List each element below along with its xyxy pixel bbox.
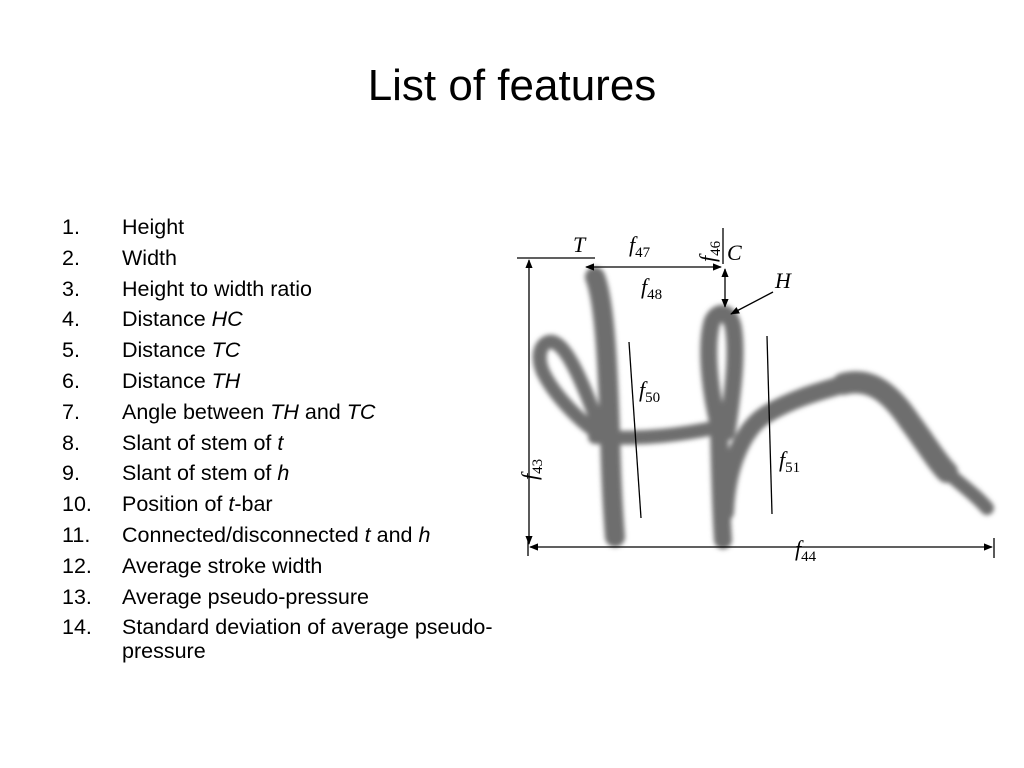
feature-text: Slant of stem of t [122, 428, 502, 459]
label-f46: f46 [695, 240, 724, 262]
feature-text: Distance HC [122, 304, 502, 335]
feature-text-part: Distance [122, 307, 212, 332]
feature-item: 5. Distance TC [62, 335, 502, 366]
feature-item: 4. Distance HC [62, 304, 502, 335]
feature-text-italic: t [277, 430, 284, 455]
feature-item: 9. Slant of stem of h [62, 458, 502, 489]
feature-text-part: Slant of stem of [122, 461, 278, 486]
feature-number: 3. [62, 276, 80, 301]
feature-text-part: Height to width ratio [122, 276, 313, 301]
feature-number: 11. [62, 522, 91, 547]
feature-text-part: Average pseudo-pressure [122, 584, 370, 609]
slide-title: List of features [367, 61, 657, 110]
feature-text-part: Slant of stem of [122, 430, 278, 455]
feature-number: 7. [62, 399, 80, 424]
feature-item: 6. Distance TH [62, 366, 502, 397]
label-f48: f48 [641, 274, 662, 303]
feature-item: 11. Connected/disconnected t and h [62, 520, 502, 551]
feature-text: Average pseudo-pressure [122, 582, 502, 613]
h-end-stroke [940, 465, 994, 515]
f50-slant-line [628, 341, 642, 519]
feature-item: 3. Height to width ratio [62, 274, 502, 305]
feature-item: 1. Height [62, 212, 502, 243]
feature-text-part: Average stroke width [122, 553, 323, 578]
feature-text: Angle between TH and TC [122, 397, 502, 428]
feature-item: 10. Position of t-bar [62, 489, 502, 520]
feature-number: 6. [62, 368, 80, 393]
feature-item: 12. Average stroke width [62, 551, 502, 582]
feature-text-part: and [370, 522, 419, 547]
handwriting-feature-diagram: T C H f47 f48 f50 f51 f44 f43 f46 [517, 228, 995, 565]
feature-number: 12. [62, 553, 92, 578]
feature-text: Standard deviation of average pseudo-pre… [122, 612, 502, 667]
feature-text-part: Distance [122, 368, 212, 393]
feature-text-italic: TH [270, 399, 299, 424]
feature-item: 7. Angle between TH and TC [62, 397, 502, 428]
feature-text: Average stroke width [122, 551, 502, 582]
feature-text: Width [122, 243, 502, 274]
feature-number: 1. [62, 215, 80, 239]
h-tail-stroke [832, 371, 958, 483]
label-f50: f50 [639, 377, 660, 406]
feature-text: Distance TH [122, 366, 502, 397]
feature-text: Slant of stem of h [122, 458, 502, 489]
feature-number: 2. [62, 245, 80, 270]
label-H: H [774, 268, 792, 293]
feature-number: 13. [62, 584, 92, 609]
feature-text-part: Position of [122, 492, 229, 517]
f51-slant-line [766, 335, 773, 515]
feature-text-italic: t [228, 492, 235, 517]
t-loop-stroke [532, 334, 612, 444]
feature-text-italic: h [277, 461, 290, 486]
feature-text-part: Distance [122, 338, 212, 363]
t-bar-stroke [588, 420, 726, 445]
feature-text-italic: TC [211, 338, 241, 363]
feature-text-part: Standard deviation of average pseudo-pre… [122, 615, 493, 664]
feature-text: Distance TC [122, 335, 502, 366]
feature-text: Position of t-bar [122, 489, 502, 520]
label-f44: f44 [795, 536, 817, 565]
handwriting-ink [532, 267, 994, 549]
feature-text-part: Angle between [122, 399, 271, 424]
h-pointer-line [730, 291, 774, 315]
feature-text-part: Height [122, 215, 185, 239]
feature-item: 14. Standard deviation of average pseudo-… [62, 612, 502, 667]
feature-number: 5. [62, 338, 80, 363]
label-C: C [727, 240, 742, 265]
h-loop-stroke [700, 305, 744, 441]
feature-text-italic: HC [211, 307, 243, 332]
feature-item: 2. Width [62, 243, 502, 274]
feature-number: 10. [62, 492, 92, 517]
label-f43: f43 [517, 459, 546, 480]
feature-number: 9. [62, 461, 80, 486]
feature-list: 1. Height 2. Width 3. Height to width ratio 4.… [62, 212, 502, 667]
label-T: T [573, 232, 587, 257]
feature-number: 14. [62, 615, 92, 640]
measurement-lines [517, 228, 995, 558]
label-f51: f51 [779, 447, 800, 476]
feature-item: 13. Average pseudo-pressure [62, 582, 502, 613]
feature-text-italic: t [364, 522, 371, 547]
feature-item: 8. Slant of stem of t [62, 428, 502, 459]
h-arch-stroke [716, 375, 854, 521]
feature-text-part: -bar [234, 492, 273, 517]
label-f47: f47 [629, 232, 651, 261]
feature-text: Height to width ratio [122, 274, 502, 305]
feature-number: 4. [62, 307, 80, 332]
feature-text: Connected/disconnected t and h [122, 520, 502, 551]
feature-text-italic: TC [346, 399, 376, 424]
feature-text-part: Connected/disconnected [122, 522, 365, 547]
diagram-labels: T C H f47 f48 f50 f51 f44 f43 f46 [517, 232, 817, 565]
feature-text: Height [122, 212, 502, 243]
feature-text-part: Width [122, 245, 177, 270]
feature-text-italic: TH [211, 368, 241, 393]
feature-text-part: and [298, 399, 347, 424]
feature-text-italic: h [418, 522, 431, 547]
feature-number: 8. [62, 430, 80, 455]
